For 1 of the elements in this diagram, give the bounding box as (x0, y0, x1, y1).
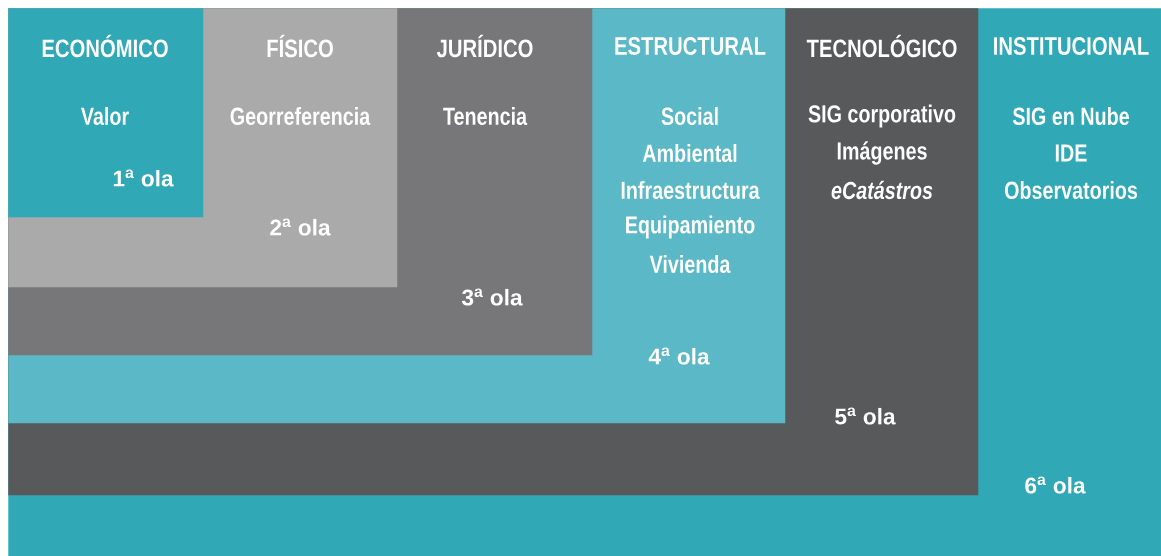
wave-band: ECONÓMICO Valor 1$^{a}$ ola (8, 8, 204, 218)
